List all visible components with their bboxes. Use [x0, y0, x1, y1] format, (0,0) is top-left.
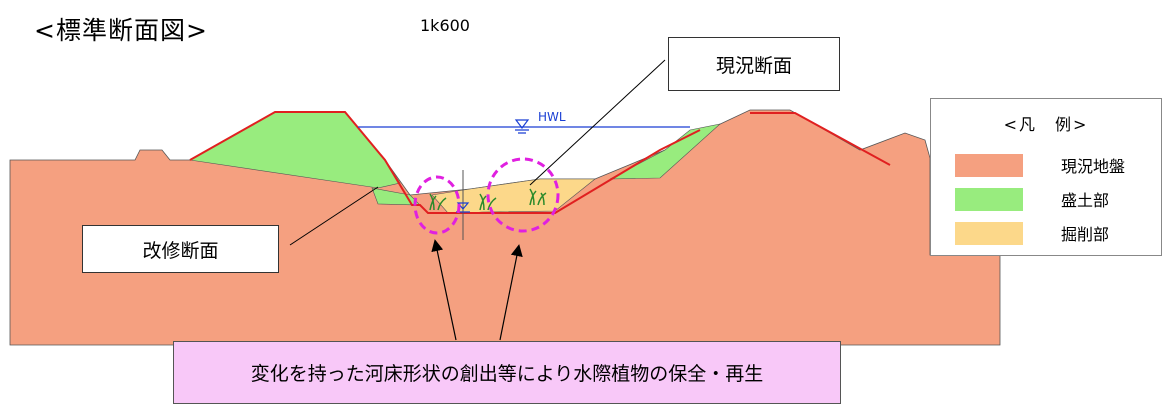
page-title: <標準断面図>	[34, 16, 208, 45]
improved-section-callout: 改修断面	[82, 225, 279, 273]
legend-item-fill: 盛土部	[955, 187, 1109, 211]
leader-line-current	[529, 59, 666, 186]
grass-icon	[479, 193, 497, 211]
legend-swatch	[955, 221, 1023, 245]
current-section-callout: 現況断面	[668, 37, 840, 91]
grass-icon	[529, 188, 547, 206]
improved-section-label: 改修断面	[142, 239, 219, 262]
grass-icon	[429, 193, 447, 211]
current-section-label: 現況断面	[715, 54, 792, 77]
legend-swatch	[955, 187, 1023, 211]
note-text: 変化を持った河床形状の創出等により水際植物の保全・再生	[250, 363, 764, 385]
hwl-label: HWL	[538, 110, 566, 124]
note-box: 変化を持った河床形状の創出等により水際植物の保全・再生	[173, 341, 841, 404]
legend-title: <凡 例>	[1003, 115, 1089, 134]
legend-swatch	[955, 153, 1023, 177]
grass-icon-group	[429, 188, 547, 211]
legend-label: 掘削部	[1061, 225, 1110, 244]
legend: <凡 例> 現況地盤 盛土部 掘削部	[930, 98, 1162, 256]
station-label: 1k600	[420, 16, 470, 35]
hwl-water-symbol	[514, 119, 530, 134]
arrow-left	[431, 239, 457, 341]
legend-item-existing-ground: 現況地盤	[955, 153, 1125, 177]
highlight-circle-left	[413, 175, 461, 235]
legend-item-excavation: 掘削部	[955, 221, 1109, 245]
leader-line-improved	[289, 186, 379, 246]
legend-label: 現況地盤	[1061, 157, 1126, 176]
improved-section-line-right	[750, 112, 891, 166]
legend-label: 盛土部	[1061, 191, 1110, 210]
highlight-circle-right	[486, 157, 560, 233]
fill-area-right	[609, 123, 722, 180]
arrow-right	[499, 244, 523, 341]
